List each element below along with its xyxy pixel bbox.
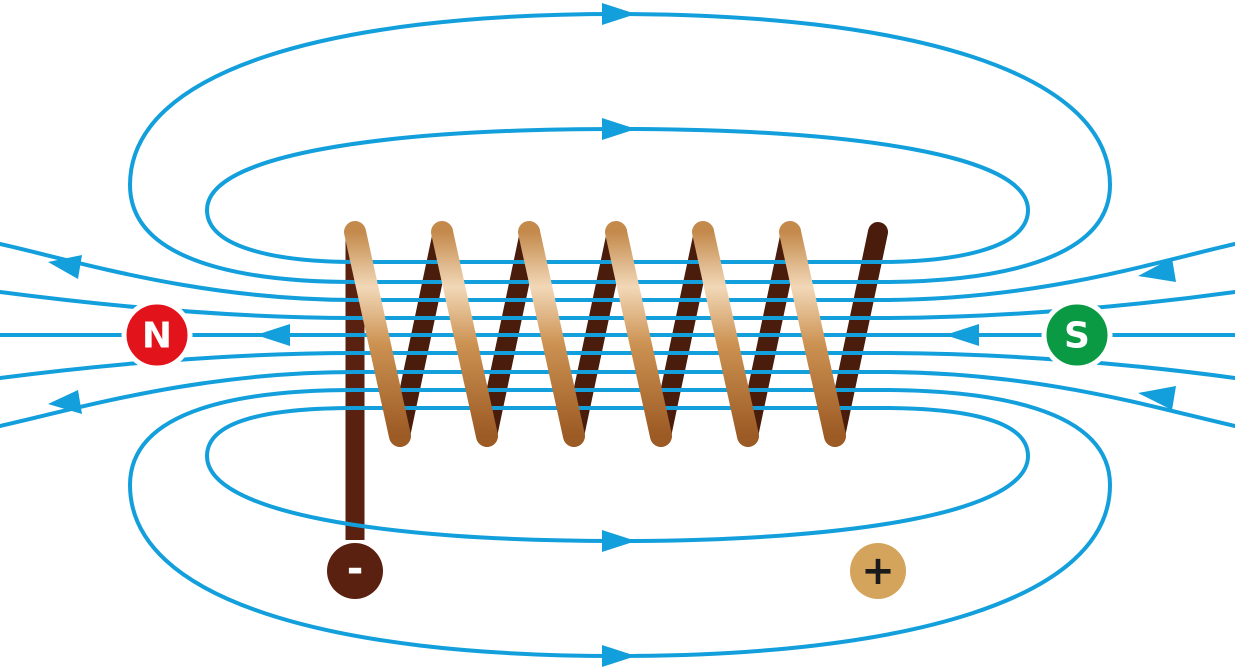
north-pole: N — [121, 299, 193, 371]
south-pole: S — [1041, 299, 1113, 371]
field-loop-top-inner — [204, 126, 1031, 264]
arrow-left-icon — [48, 255, 82, 279]
field-line-through — [0, 351, 1235, 380]
field-line-through — [0, 370, 1235, 428]
magnetic-field-lines — [0, 11, 1235, 659]
coil-front-segment — [779, 221, 846, 447]
south-pole-label: S — [1064, 316, 1090, 357]
negative-terminal-label: - — [347, 546, 364, 592]
field-loop-bottom-outer — [127, 388, 1113, 659]
arrow-left-icon — [256, 324, 290, 346]
north-pole-label: N — [142, 316, 172, 357]
field-line-through — [0, 290, 1235, 320]
field-direction-arrows — [48, 3, 1176, 667]
field-loop-bottom-inner — [204, 406, 1031, 544]
arrow-right-icon — [602, 645, 636, 667]
coil-front-windings — [344, 221, 888, 555]
coil-front-segment — [431, 221, 498, 447]
arrow-left-icon — [945, 324, 979, 346]
arrow-right-icon — [602, 530, 636, 552]
field-loop-top-outer — [127, 11, 1113, 284]
negative-terminal: - — [327, 543, 383, 599]
coil-front-segment — [344, 221, 411, 447]
arrow-left-icon — [1138, 386, 1176, 410]
coil-front-segment — [605, 221, 672, 447]
arrow-left-icon — [1138, 258, 1176, 282]
arrow-right-icon — [602, 118, 636, 140]
arrow-right-icon — [602, 3, 636, 25]
coil-front-segment — [692, 221, 759, 447]
field-line-through — [0, 242, 1235, 302]
arrow-left-icon — [48, 390, 82, 414]
positive-terminal-label: + — [861, 548, 895, 594]
positive-terminal: + — [850, 543, 906, 599]
coil-front-segment — [518, 221, 585, 447]
